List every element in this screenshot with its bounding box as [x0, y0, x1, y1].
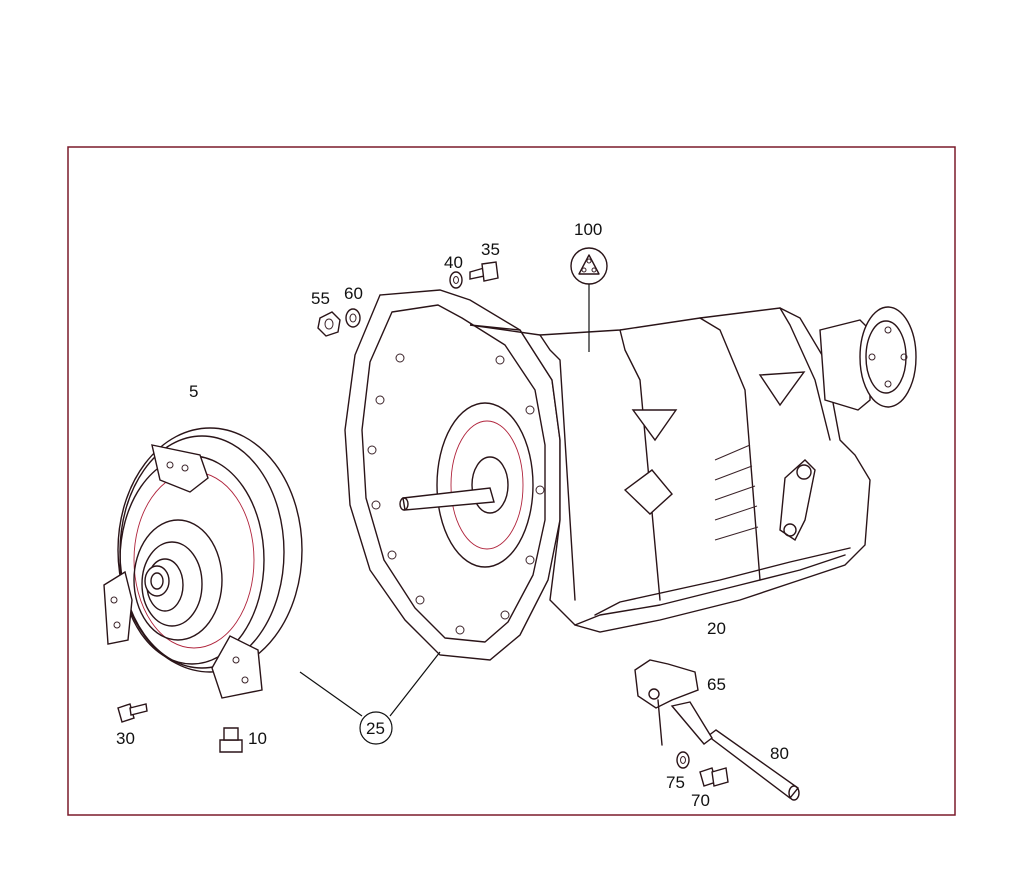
callout-100[interactable]: 100 — [574, 220, 602, 239]
callout-35[interactable]: 35 — [481, 240, 500, 259]
leader-25b — [389, 651, 441, 717]
washer-75[interactable] — [676, 751, 690, 769]
callout-30[interactable]: 30 — [116, 729, 135, 748]
sensor-100-symbol[interactable] — [570, 247, 608, 285]
tube-80[interactable] — [670, 701, 800, 801]
bolt-35[interactable] — [469, 261, 499, 282]
transmission-housing[interactable] — [344, 289, 917, 661]
bolt-70[interactable] — [699, 767, 729, 787]
nut-55[interactable] — [317, 311, 341, 337]
bolt-30[interactable] — [117, 703, 148, 723]
callout-75[interactable]: 75 — [666, 773, 685, 792]
torque-converter[interactable] — [103, 427, 303, 699]
plug-10[interactable] — [219, 727, 243, 753]
callout-5[interactable]: 5 — [189, 382, 198, 401]
washer-60[interactable] — [345, 308, 361, 328]
callout-55[interactable]: 55 — [311, 289, 330, 308]
callout-10[interactable]: 10 — [248, 729, 267, 748]
callout-40[interactable]: 40 — [444, 253, 463, 272]
callout-25[interactable]: 25 — [366, 719, 385, 738]
callout-80[interactable]: 80 — [770, 744, 789, 763]
callout-70[interactable]: 70 — [691, 791, 710, 810]
bracket-65[interactable] — [634, 659, 699, 746]
leader-25a — [299, 671, 363, 717]
washer-40[interactable] — [449, 271, 463, 289]
callout-25-circle — [359, 711, 393, 745]
callout-65[interactable]: 65 — [707, 675, 726, 694]
diagram-frame — [67, 146, 956, 816]
callout-60[interactable]: 60 — [344, 284, 363, 303]
callout-20[interactable]: 20 — [707, 619, 726, 638]
